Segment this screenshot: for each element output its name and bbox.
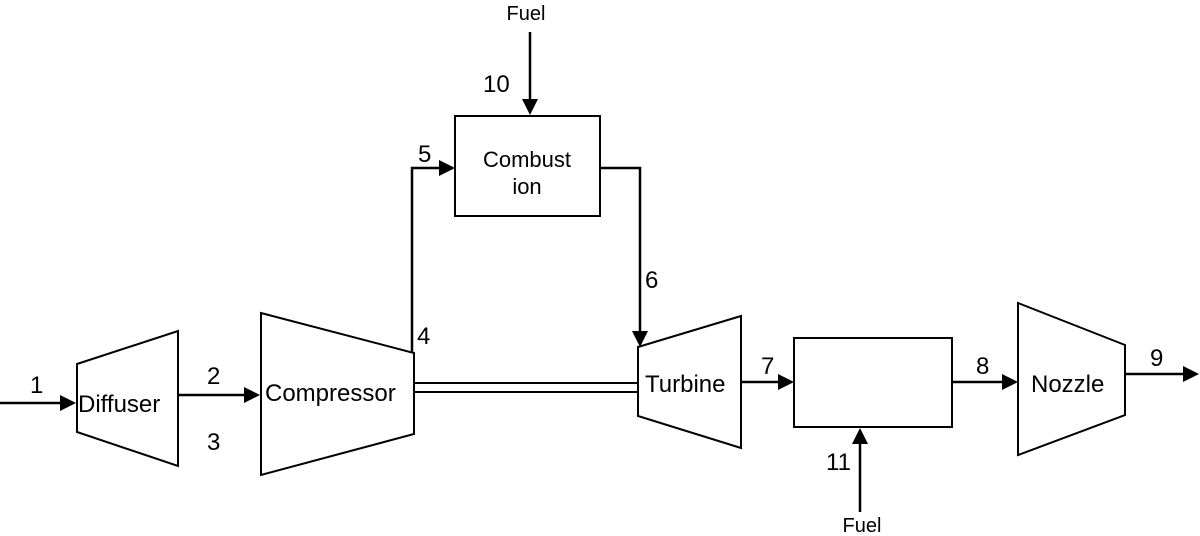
station-11-label: 11 xyxy=(826,449,851,476)
station-3-label: 3 xyxy=(207,429,220,456)
nozzle-label: Nozzle xyxy=(1031,371,1104,398)
turbine-label: Turbine xyxy=(645,371,725,398)
combustion-label-line1: Combust xyxy=(483,147,571,172)
station-4-label: 4 xyxy=(417,323,430,350)
station-6-label: 6 xyxy=(645,267,658,294)
turbine-to-afterburner-arrow xyxy=(741,374,794,390)
fuel-bottom-arrow xyxy=(852,428,868,512)
combustion-chamber-shape xyxy=(454,115,601,217)
compressor-label: Compressor xyxy=(265,380,396,407)
compressor-shape xyxy=(260,311,415,477)
station-7-label: 7 xyxy=(761,353,774,380)
combustion-label-line2: ion xyxy=(512,174,541,199)
station-8-label: 8 xyxy=(976,353,989,380)
fuel-top-arrow xyxy=(522,32,538,115)
station-9-label: 9 xyxy=(1150,345,1163,372)
afterburner-shape xyxy=(793,337,953,428)
fuel-top-label: Fuel xyxy=(507,3,546,25)
station-10-label: 10 xyxy=(483,71,510,98)
station-5-label: 5 xyxy=(418,141,431,168)
compressor-to-combustion-arrow xyxy=(410,160,455,353)
nozzle-shape xyxy=(1017,301,1126,457)
outlet-arrow xyxy=(1125,366,1199,382)
station-2-label: 2 xyxy=(207,363,220,390)
diffuser-to-compressor-arrow xyxy=(178,387,260,403)
diffuser-label: Diffuser xyxy=(78,391,160,418)
combustion-to-turbine-arrow xyxy=(600,166,648,347)
inlet-arrow xyxy=(0,395,76,411)
fuel-bottom-label: Fuel xyxy=(843,515,882,536)
station-1-label: 1 xyxy=(30,372,43,399)
diffuser-shape xyxy=(76,329,179,468)
afterburner-to-nozzle-arrow xyxy=(952,374,1018,390)
